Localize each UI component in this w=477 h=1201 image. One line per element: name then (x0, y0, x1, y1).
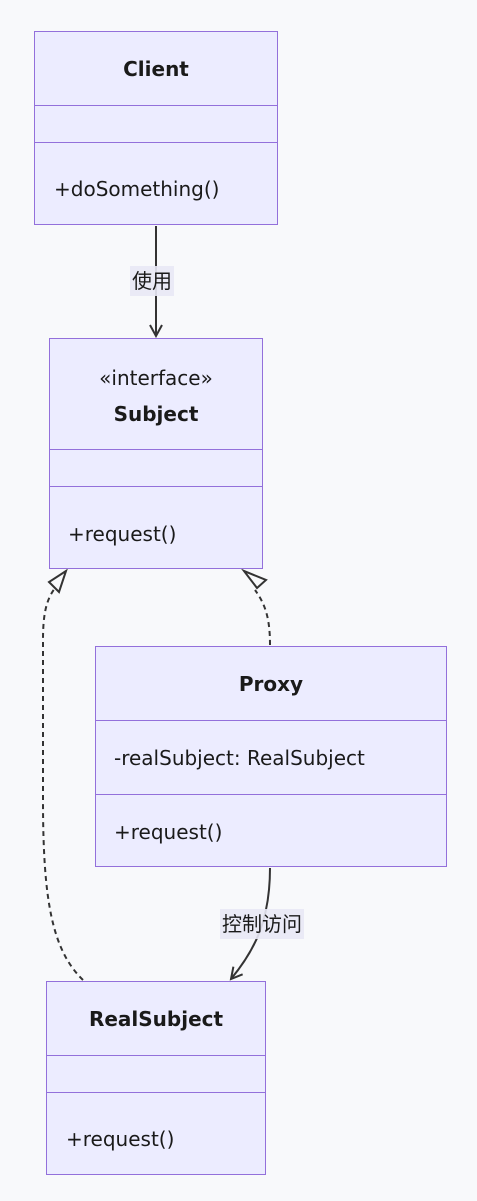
class-subject-methods: +request() (50, 486, 262, 568)
class-realsubject-name: RealSubject (88, 1007, 224, 1031)
class-subject-stereotype: «interface» (99, 366, 213, 390)
class-realsubject-method: +request() (66, 1127, 175, 1151)
class-subject-name: Subject (113, 402, 199, 426)
class-subject-method: +request() (68, 522, 177, 546)
class-proxy-name: Proxy (238, 672, 304, 696)
class-client-name: Client (123, 57, 189, 81)
class-client[interactable]: Client +doSomething() (34, 31, 278, 225)
realization-arrowhead-proxy (240, 568, 268, 590)
class-client-attributes (35, 105, 277, 143)
edge-label-controls-access: 控制访问 (220, 909, 304, 939)
class-proxy[interactable]: Proxy -realSubject: RealSubject +request… (95, 646, 447, 867)
realization-arrowhead-realsubject (47, 568, 68, 594)
edge-realsubject-realizes-subject (42, 587, 84, 981)
class-subject[interactable]: «interface» Subject +request() (49, 338, 263, 569)
class-realsubject[interactable]: RealSubject +request() (46, 981, 266, 1175)
class-proxy-attributes: -realSubject: RealSubject (96, 720, 446, 795)
class-realsubject-attributes (47, 1055, 265, 1093)
class-proxy-method: +request() (114, 820, 223, 844)
class-client-method: +doSomething() (54, 177, 220, 201)
class-client-methods: +doSomething() (35, 142, 277, 224)
class-proxy-header: Proxy (96, 647, 446, 721)
class-subject-attributes (50, 449, 262, 487)
class-realsubject-header: RealSubject (47, 982, 265, 1056)
class-proxy-attribute: -realSubject: RealSubject (114, 746, 365, 770)
class-proxy-methods: +request() (96, 794, 446, 866)
class-realsubject-methods: +request() (47, 1092, 265, 1174)
class-client-header: Client (35, 32, 277, 106)
class-subject-header: «interface» Subject (50, 339, 262, 450)
edge-label-uses: 使用 (130, 266, 174, 296)
edge-proxy-realizes-subject (254, 589, 271, 646)
